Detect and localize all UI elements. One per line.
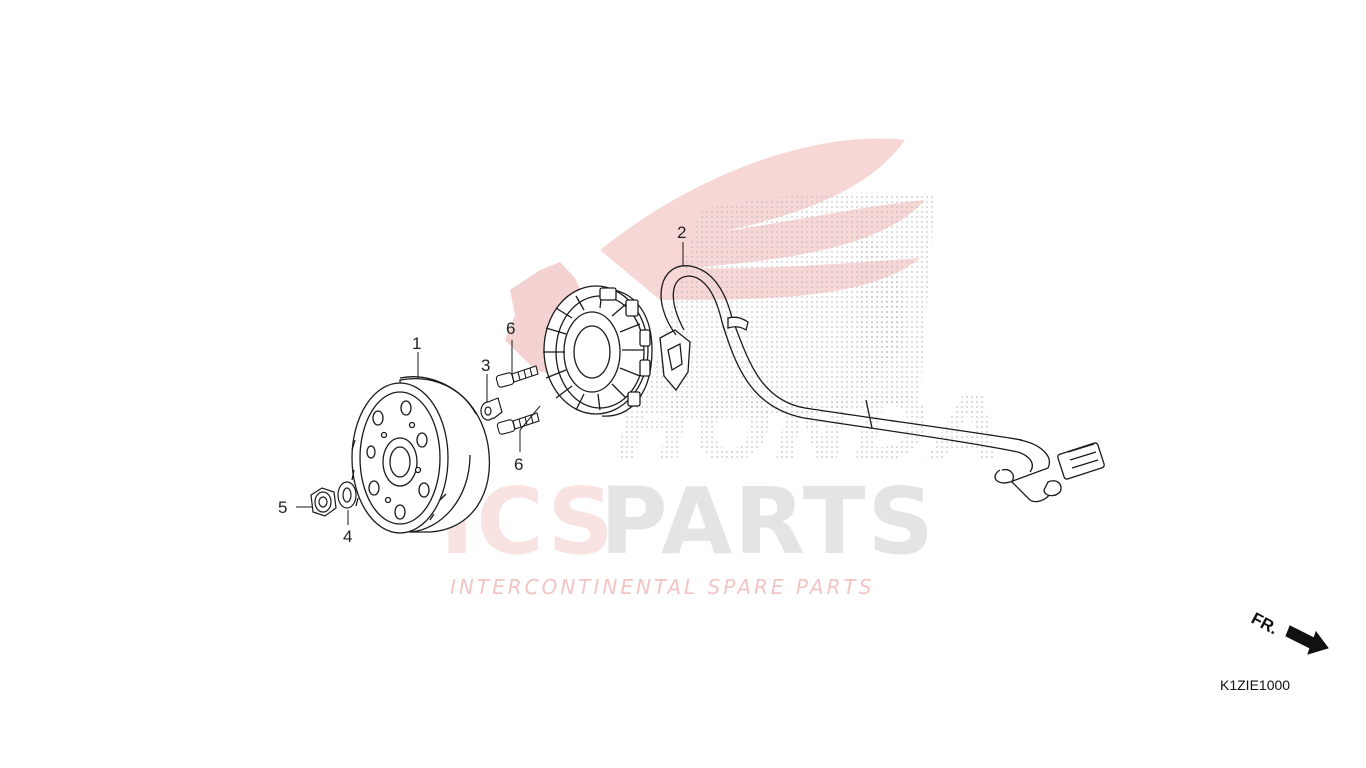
diagram-code: K1ZIE1000 (1220, 677, 1291, 693)
front-direction-indicator: FR. (1244, 600, 1344, 670)
callout-6-upper: 6 (506, 319, 515, 338)
leader-lines (296, 242, 684, 525)
icsparts-logo-watermark: ICS PARTS INTERCONTINENTAL SPARE PARTS (440, 468, 936, 599)
flywheel-nut[interactable] (310, 487, 337, 517)
callout-4: 4 (343, 527, 352, 546)
callout-3: 3 (481, 356, 490, 375)
bolt-lower[interactable] (496, 412, 540, 435)
subtitle-watermark: INTERCONTINENTAL SPARE PARTS (450, 575, 874, 599)
honda-wordmark-watermark: HONDA (615, 375, 1005, 482)
arrow-icon (1285, 625, 1329, 655)
parts-text-watermark: PARTS (600, 468, 936, 575)
callout-6-lower: 6 (514, 455, 523, 474)
front-arrow-label: FR. (1248, 609, 1281, 639)
callout-5: 5 (278, 498, 287, 517)
flywheel-rotor[interactable] (351, 376, 490, 534)
stator-wire-harness[interactable] (660, 265, 1105, 503)
callout-1: 1 (412, 334, 421, 353)
bolt-upper[interactable] (495, 365, 539, 388)
washer[interactable] (337, 481, 357, 509)
callout-2: 2 (677, 223, 686, 242)
collar[interactable] (480, 397, 503, 421)
stator-assembly[interactable] (543, 285, 691, 417)
